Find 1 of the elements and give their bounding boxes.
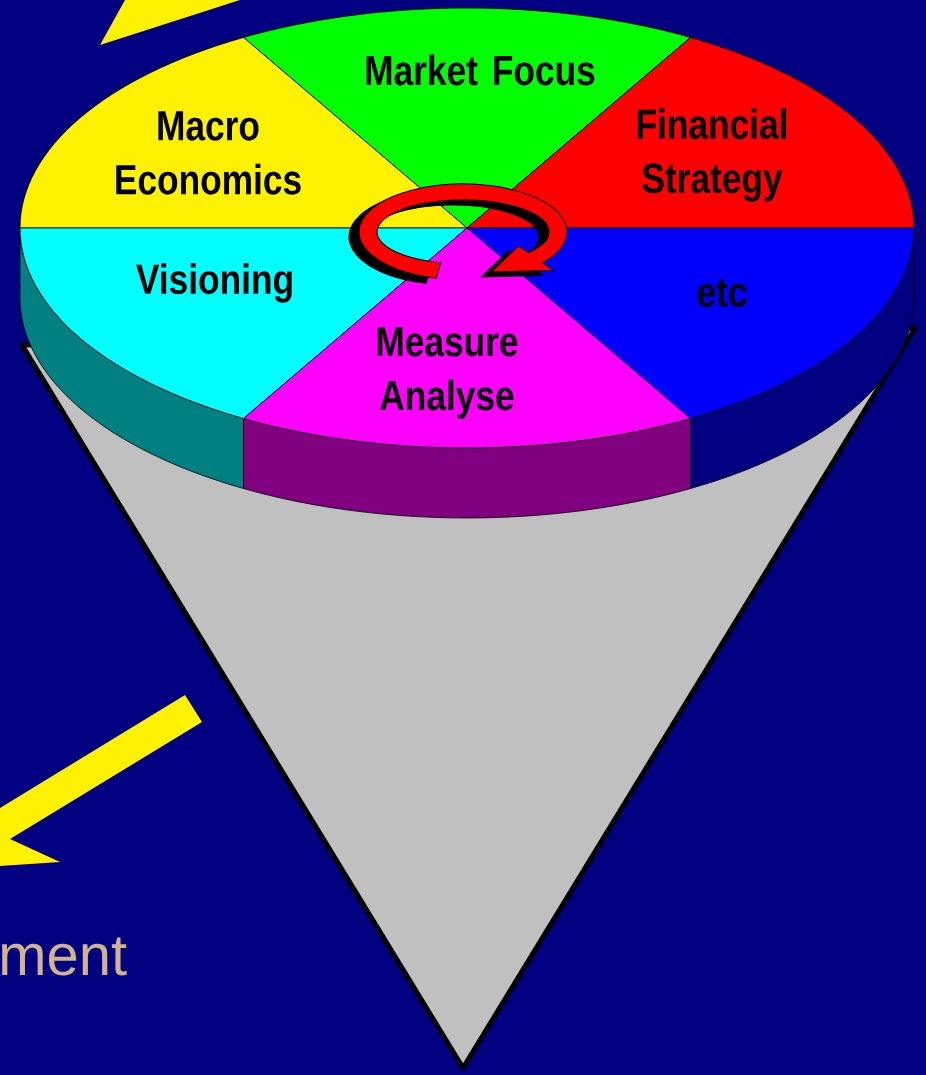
slide-text: ment (2, 937, 127, 976)
